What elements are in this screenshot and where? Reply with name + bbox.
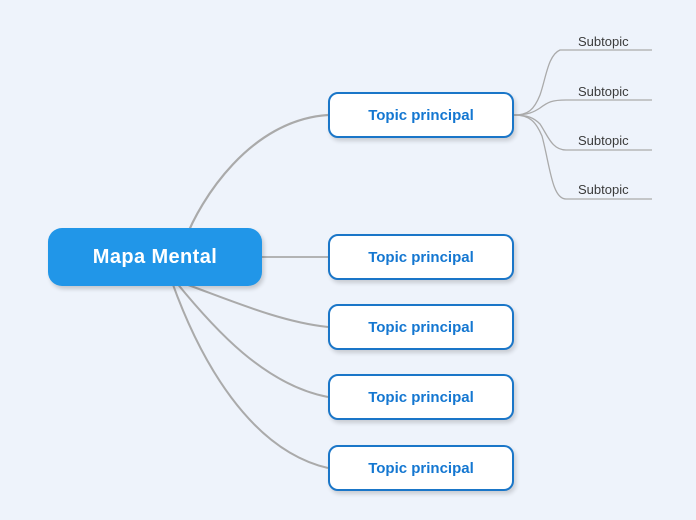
- topic-node-4-label: Topic principal: [368, 388, 474, 406]
- topic-node-3-label: Topic principal: [368, 318, 474, 336]
- connector-root-topic-3: [179, 281, 329, 328]
- root-node[interactable]: Mapa Mental: [48, 228, 262, 286]
- topic-node-2-label: Topic principal: [368, 248, 474, 266]
- connector-root-topic-5: [171, 281, 329, 469]
- root-node-label: Mapa Mental: [92, 245, 218, 268]
- subtopic-node-1-label: Subtopic: [578, 33, 629, 49]
- subtopic-node-2-label: Subtopic: [578, 83, 629, 99]
- subtopic-node-3-label: Subtopic: [578, 132, 629, 148]
- topic-node-3[interactable]: Topic principal: [328, 304, 514, 350]
- topic-node-1[interactable]: Topic principal: [328, 92, 514, 138]
- topic-node-5[interactable]: Topic principal: [328, 445, 514, 491]
- subtopic-node-4[interactable]: Subtopic: [576, 178, 686, 200]
- subtopic-node-3[interactable]: Subtopic: [576, 129, 686, 151]
- topic-node-2[interactable]: Topic principal: [328, 234, 514, 280]
- subtopic-node-4-label: Subtopic: [578, 181, 629, 197]
- connector-root-topic-4: [175, 281, 329, 398]
- connector-root-topic-1: [183, 113, 329, 241]
- subtopic-node-1[interactable]: Subtopic: [576, 30, 686, 52]
- topic-node-4[interactable]: Topic principal: [328, 374, 514, 420]
- topic-node-1-label: Topic principal: [368, 106, 474, 124]
- subtopic-node-2[interactable]: Subtopic: [576, 80, 686, 102]
- connector-topic1-subtopic-2: [513, 99, 652, 116]
- topic-node-5-label: Topic principal: [368, 459, 474, 477]
